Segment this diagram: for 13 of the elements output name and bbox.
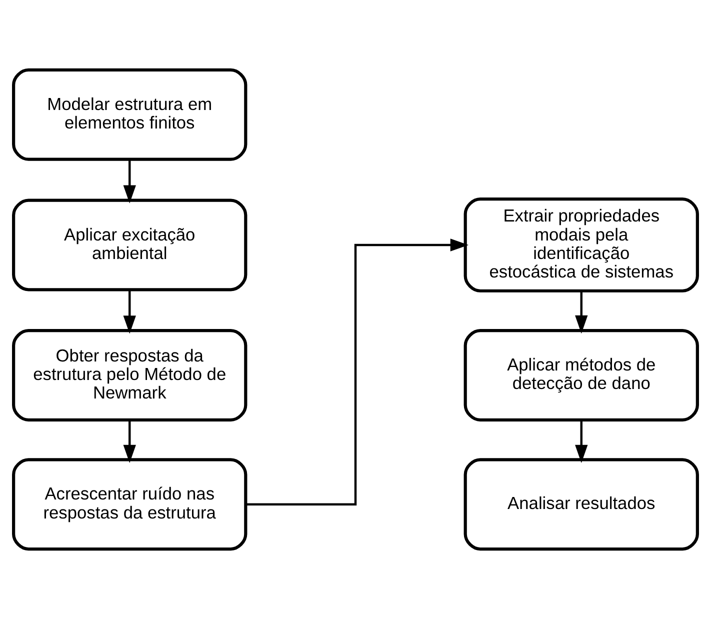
- node-box: Modelar estrutura em elementos finitos: [12, 68, 248, 161]
- node-box: Aplicar métodos de detecção de dano: [464, 329, 699, 422]
- node-box: Analisar resultados: [464, 458, 699, 551]
- node-box: Obter respostas da estrutura pelo Método de Newmark: [12, 329, 248, 422]
- node-box: Aplicar excitação ambiental: [12, 198, 248, 292]
- node-box: Extrair propriedades modais pela identificação estocástica de sistemas: [464, 197, 699, 292]
- arrow: [575, 290, 588, 334]
- arrow: [246, 238, 469, 506]
- arrow: [123, 420, 136, 464]
- arrow: [123, 290, 136, 334]
- arrow: [575, 420, 588, 464]
- arrow: [123, 160, 136, 204]
- node-box: Acrescentar ruído nas respostas da estrutura: [12, 458, 248, 551]
